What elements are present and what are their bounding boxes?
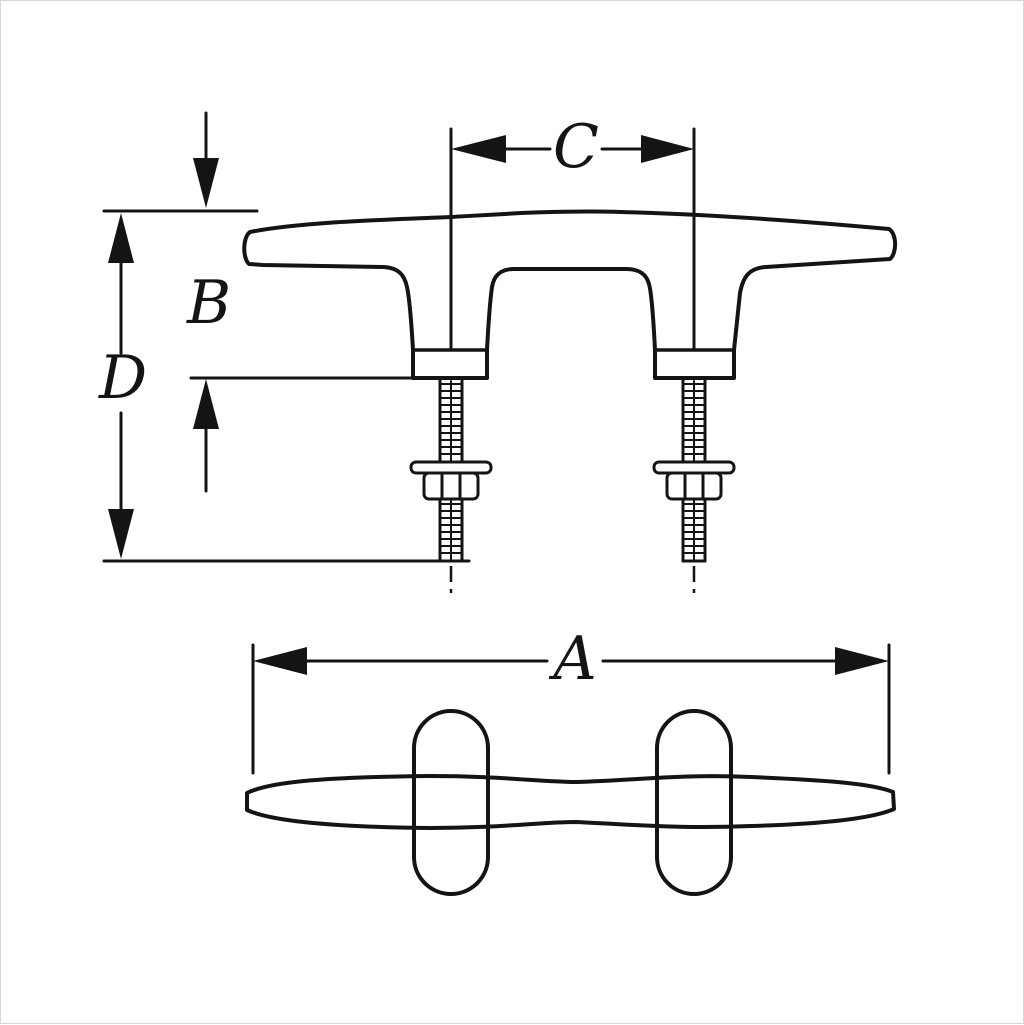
dimension-a-left-arrow-icon <box>253 647 307 675</box>
left-stud-upper-thread-hatch <box>439 380 463 462</box>
dimension-c-right-arrow-icon <box>641 135 694 163</box>
dimension-c-left-arrow-icon <box>451 135 506 163</box>
dimension-label-b: B <box>186 268 231 338</box>
side-view <box>242 209 898 593</box>
right-washer <box>652 460 736 475</box>
dimension-a-right-arrow-icon <box>835 647 889 675</box>
dimension-b: B <box>186 111 441 493</box>
dimension-c: C <box>449 112 696 351</box>
plan-view <box>245 709 896 896</box>
right-nut <box>665 471 723 501</box>
dimension-a: A <box>251 624 891 775</box>
left-stud-lower-thread-hatch <box>439 500 463 561</box>
dimension-d: D <box>98 209 471 563</box>
dimension-b-top-arrow-icon <box>193 158 219 208</box>
dimension-label-d: D <box>98 343 147 413</box>
dimension-label-c: C <box>553 112 599 182</box>
dimension-d-top-arrow-icon <box>108 213 134 263</box>
left-washer <box>409 460 493 475</box>
dimension-d-bottom-arrow-icon <box>108 509 134 559</box>
left-nut <box>422 471 480 501</box>
left-pad-capsule <box>412 709 490 896</box>
right-stud-lower-thread-hatch <box>682 500 706 561</box>
dimension-label-a: A <box>548 624 596 694</box>
right-pad-capsule <box>655 709 733 896</box>
right-stud <box>652 376 736 593</box>
dimension-b-bottom-arrow-icon <box>193 379 219 429</box>
cleat-plan-outline <box>245 774 896 830</box>
right-stud-upper-thread-hatch <box>682 380 706 462</box>
cleat-side-outline <box>242 209 898 380</box>
